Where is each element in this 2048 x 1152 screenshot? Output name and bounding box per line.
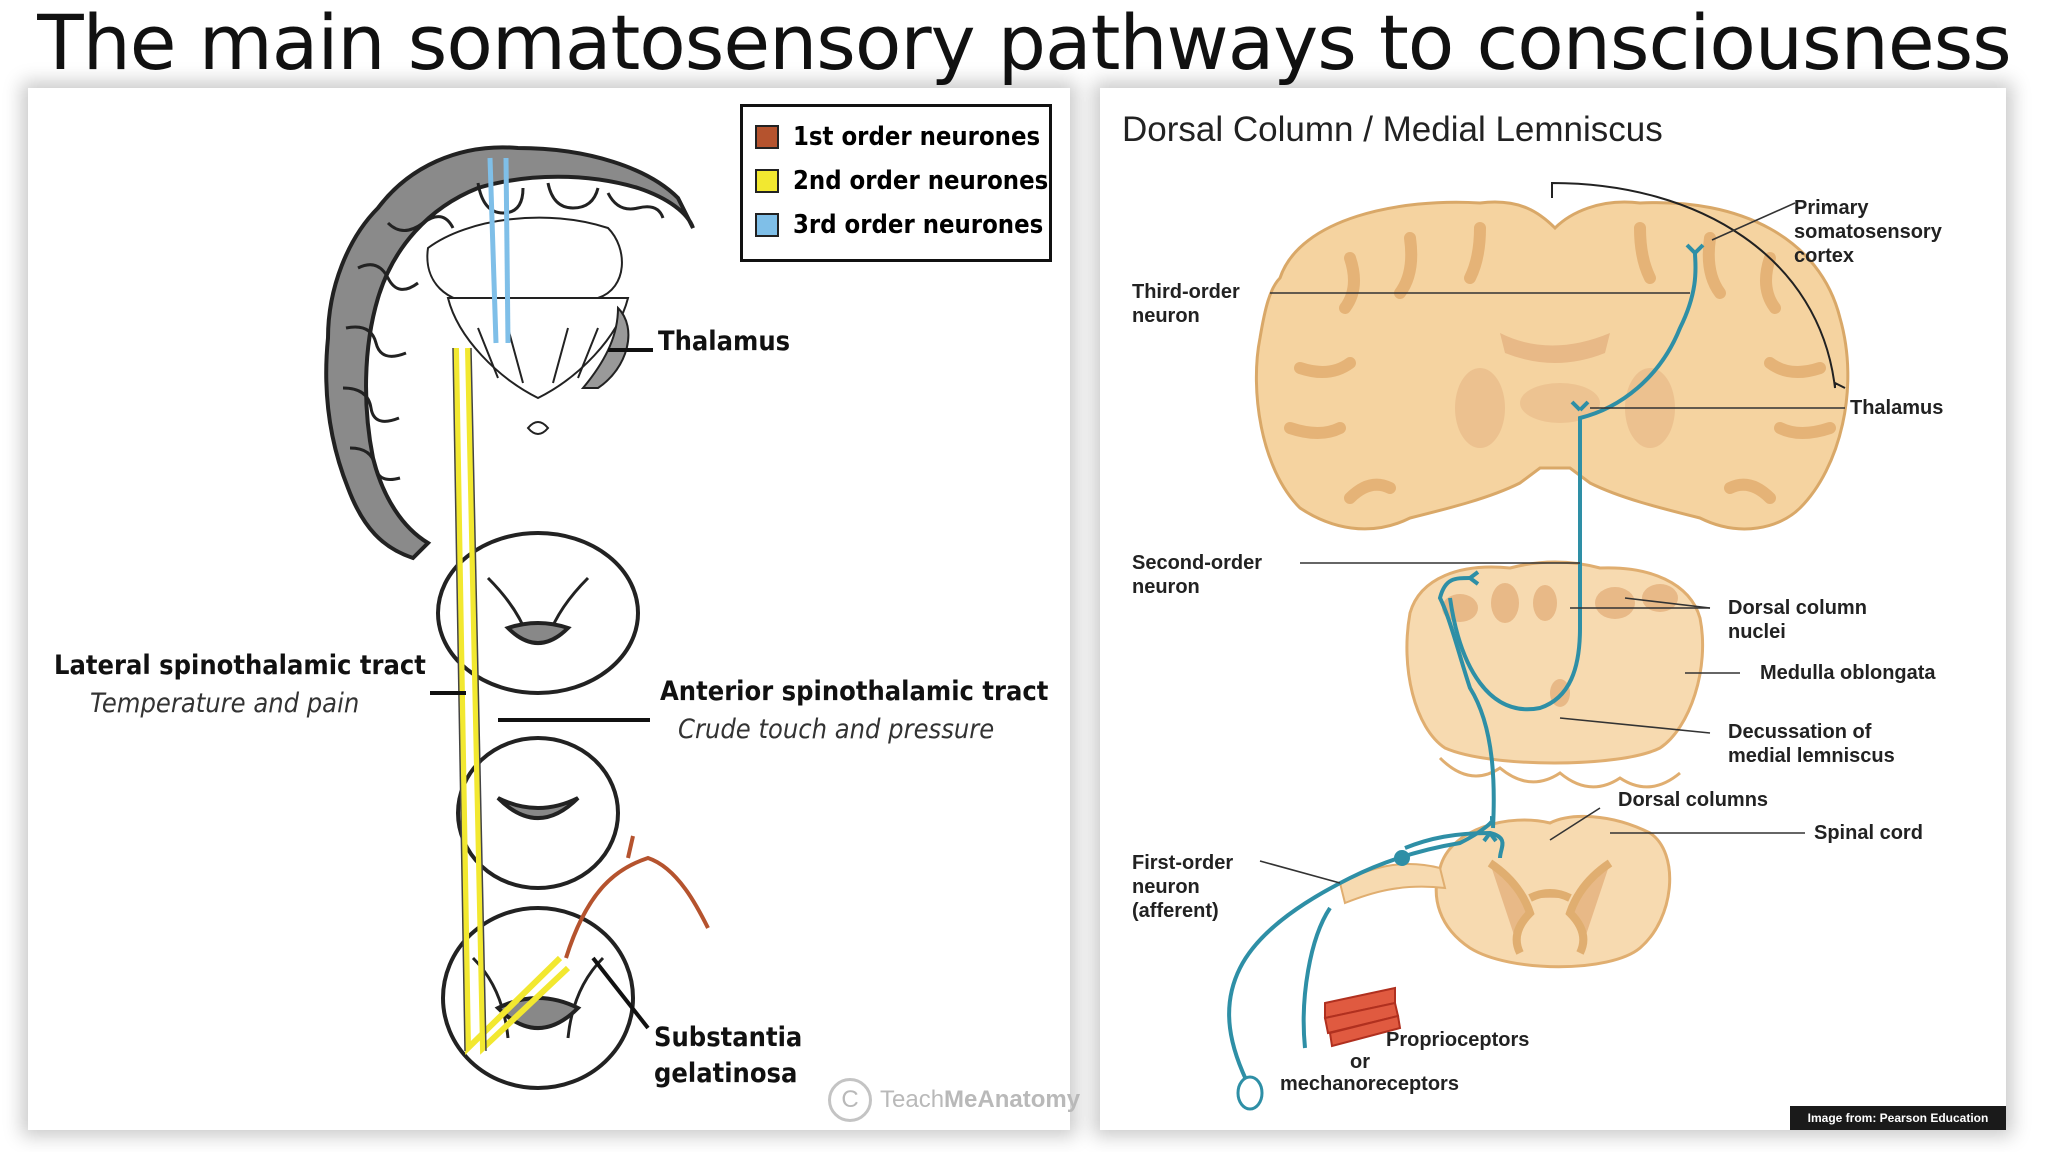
synapse-terminals [1394,243,1705,866]
spinothalamic-illustration [324,145,710,1090]
third-order-neurone-path [487,157,511,344]
dorsal-column-illustration [1227,181,1850,1111]
label-primary-line-3: cortex [1794,245,1855,267]
panel-title: Dorsal Column / Medial Lemniscus [1122,110,1663,149]
label-second-order-neuron: Second-order neuron [1132,551,1262,599]
label-dcn-line-1: Dorsal column [1728,597,1867,619]
label-substantia: Substantia [654,1022,803,1053]
brain-gyri [342,182,665,481]
legend-item-second-order: 2nd order neurones [755,163,1083,199]
leader-lines [1259,202,1845,884]
slide-title: The main somatosensory pathways to consc… [37,0,2012,87]
label-primary-line-2: somatosensory [1794,221,1942,243]
spinothalamic-diagram-panel: 1st order neurones 2nd order neurones 3r… [28,88,1080,1130]
legend-label-first-order: 1st order neurones [793,122,1041,152]
label-first-line-2: neuron [1132,876,1200,898]
label-medulla-oblongata: Medulla oblongata [1760,662,1936,684]
legend-swatch-second-order [755,169,779,193]
label-thalamus: Thalamus [658,326,791,357]
label-second-line-1: Second-order [1132,552,1263,574]
mechanoreceptor-ending [1236,1075,1264,1111]
label-decussation: Decussation of medial lemniscus [1728,720,1895,768]
image-credit: Image from: Pearson Education [1790,1106,2006,1130]
label-third-line-2: neuron [1132,305,1200,327]
legend-swatch-third-order [755,213,779,237]
brain-sulci [1284,222,1836,504]
copyright-icon: C [828,1078,872,1122]
label-dcn-line-2: nuclei [1728,621,1786,643]
legend-item-third-order: 3rd order neurones [755,207,1077,243]
label-first-line-1: First-order [1132,852,1234,874]
label-second-line-2: neuron [1132,576,1200,598]
leader-lines [430,348,653,1030]
label-thalamus-right: Thalamus [1850,397,1944,419]
label-decussation-line-2: medial lemniscus [1728,745,1895,767]
label-decussation-line-1: Decussation of [1728,721,1872,743]
legend-label-second-order: 2nd order neurones [793,166,1049,196]
label-primary-somatosensory-cortex: Primary somatosensory cortex [1794,196,1942,268]
label-anterior-spinothalamic-tract: Anterior spinothalamic tract [660,676,1049,707]
label-first-order-neuron: First-order neuron (afferent) [1132,851,1233,923]
label-dorsal-columns: Dorsal columns [1618,789,1769,811]
label-third-order-neuron: Third-order neuron [1132,280,1240,328]
first-order-neurone-path [564,835,710,959]
label-lateral-spinothalamic-tract: Lateral spinothalamic tract [54,650,426,681]
label-gelatinosa: gelatinosa [654,1058,798,1089]
label-first-line-3: (afferent) [1132,900,1219,922]
label-temperature-and-pain: Temperature and pain [90,688,360,719]
label-dorsal-column-nuclei: Dorsal column nuclei [1728,596,1867,644]
proprioceptor-bundle [1323,986,1402,1048]
legend-item-first-order: 1st order neurones [755,119,1074,155]
label-spinal-cord: Spinal cord [1814,822,1923,844]
legend-label-third-order: 3rd order neurones [793,210,1044,240]
legend-swatch-first-order [755,125,779,149]
label-crude-touch-and-pressure: Crude touch and pressure [678,714,995,745]
second-order-neurone-path [453,347,571,1056]
thalamus-structure [446,297,630,435]
watermark-suffix: MeAnatomy [944,1086,1081,1113]
cord-section-upper [436,531,640,695]
label-proprioceptors: Proprioceptors [1386,1029,1530,1051]
neurone-legend: 1st order neurones 2nd order neurones 3r… [740,104,1052,262]
dorsal-column-diagram-panel: Dorsal Column / Medial Lemniscus [1100,88,2006,1130]
cortex-bracket [1551,181,1846,389]
label-mechanoreceptors: mechanoreceptors [1280,1073,1459,1095]
label-or: or [1350,1051,1370,1073]
label-primary-line-1: Primary [1794,197,1869,219]
cord-section-middle [456,736,620,890]
label-third-line-1: Third-order [1132,281,1240,303]
watermark-prefix: Teach [880,1086,945,1113]
